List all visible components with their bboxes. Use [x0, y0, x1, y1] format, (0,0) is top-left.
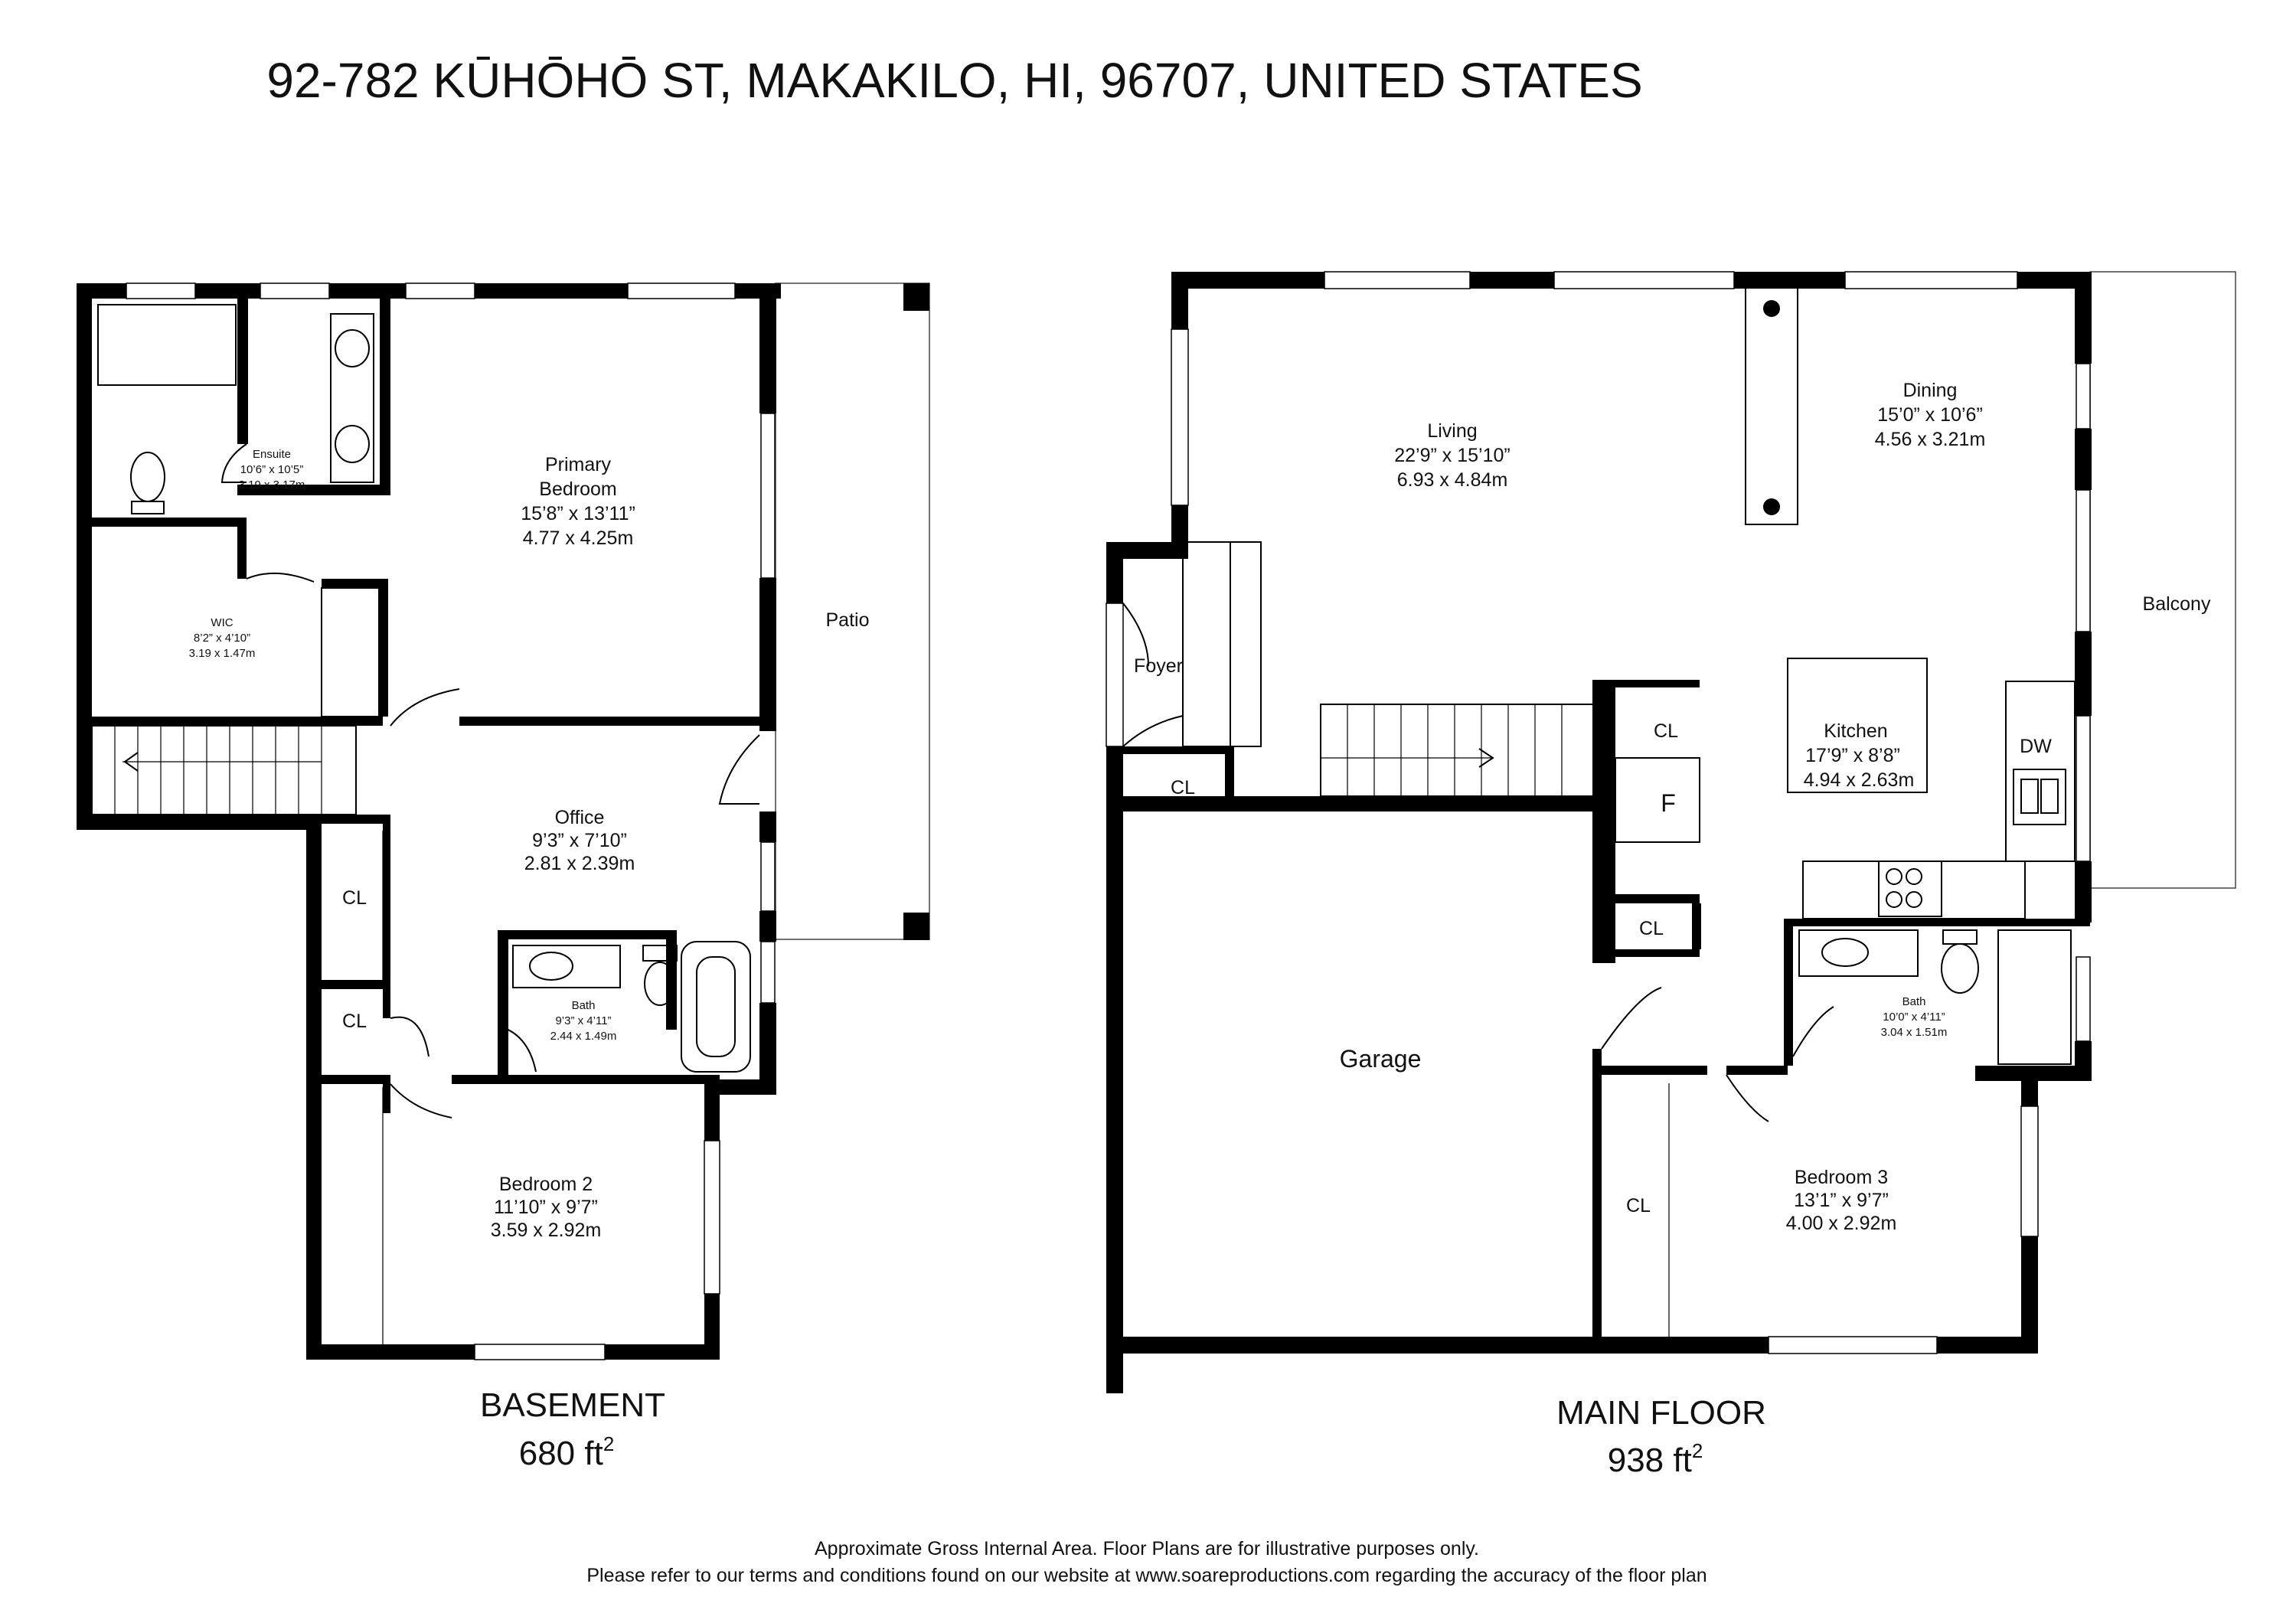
shower-icon — [1997, 929, 2072, 1065]
svg-text:17’9” x 8’8”: 17’9” x 8’8” — [1805, 745, 1900, 766]
svg-text:3.19 x 1.47m: 3.19 x 1.47m — [189, 647, 256, 660]
toilet-icon — [1941, 943, 1979, 994]
svg-text:2.44 x 1.49m: 2.44 x 1.49m — [550, 1030, 617, 1043]
svg-text:6.93 x 4.84m: 6.93 x 4.84m — [1397, 469, 1508, 491]
front-door — [1122, 603, 1149, 667]
patio-door — [718, 734, 760, 805]
foyer-closet-door — [1122, 715, 1184, 747]
svg-text:3.19 x 3.17m: 3.19 x 3.17m — [239, 478, 305, 491]
bedroom3-door — [1726, 1074, 1769, 1122]
closet-label: CL — [1171, 777, 1195, 798]
svg-text:2.81 x 2.39m: 2.81 x 2.39m — [524, 853, 635, 874]
svg-text:11’10” x 9’7”: 11’10” x 9’7” — [494, 1197, 598, 1218]
double-vanity-icon — [330, 313, 374, 483]
svg-text:Dining: Dining — [1903, 380, 1958, 401]
main-floor-title: MAIN FLOOR — [1556, 1394, 1766, 1432]
svg-text:3.59 x 2.92m: 3.59 x 2.92m — [491, 1220, 602, 1241]
basement-area: 680 ft2 — [519, 1432, 615, 1472]
bedroom3-label: Bedroom 3 13’1” x 9’7” 4.00 x 2.92m — [1786, 1167, 1897, 1234]
kitchen-sink-icon — [2013, 769, 2066, 825]
svg-text:4.56 x 3.21m: 4.56 x 3.21m — [1875, 429, 1986, 450]
main-bath-label: Bath 10’0” x 4’11” 3.04 x 1.51m — [1881, 995, 1948, 1039]
closet-label: CL — [342, 887, 367, 909]
svg-text:13’1” x 9’7”: 13’1” x 9’7” — [1794, 1190, 1889, 1211]
svg-text:Kitchen: Kitchen — [1824, 720, 1887, 742]
svg-text:15’0” x 10’6”: 15’0” x 10’6” — [1877, 404, 1983, 426]
svg-text:4.00 x 2.92m: 4.00 x 2.92m — [1786, 1213, 1897, 1234]
wic-door — [246, 572, 315, 583]
svg-text:Ensuite: Ensuite — [253, 448, 291, 461]
garage-label: Garage — [1340, 1045, 1422, 1073]
stove-icon — [1878, 860, 1942, 917]
toilet-icon — [130, 452, 165, 502]
fridge-label: F — [1661, 789, 1676, 817]
ensuite-door — [220, 443, 247, 483]
svg-text:Bath: Bath — [1902, 995, 1926, 1008]
closet-label: CL — [1626, 1195, 1651, 1216]
svg-text:Bedroom 3: Bedroom 3 — [1795, 1167, 1888, 1188]
svg-text:8’2” x 4’10”: 8’2” x 4’10” — [194, 632, 250, 645]
office-label: Office 9’3” x 7’10” 2.81 x 2.39m — [524, 807, 635, 874]
svg-text:10’6” x 10’5”: 10’6” x 10’5” — [240, 463, 304, 476]
main-floor-area: 938 ft2 — [1608, 1439, 1703, 1479]
main-bath-door — [1792, 1006, 1834, 1057]
basement-plan: Ensuite 10’6” x 10’5” 3.19 x 3.17m Prima… — [77, 282, 930, 1472]
balcony-label: Balcony — [2143, 593, 2211, 615]
bath-door — [497, 1025, 537, 1073]
bedroom2-door — [390, 1083, 452, 1118]
dining-island — [1745, 282, 1798, 525]
dining-label: Dining 15’0” x 10’6” 4.56 x 3.21m — [1875, 380, 1986, 450]
closet-label: CL — [1654, 720, 1678, 742]
svg-text:Bedroom: Bedroom — [539, 478, 616, 500]
patio-label: Patio — [826, 609, 870, 631]
wic-label: WIC 8’2” x 4’10” 3.19 x 1.47m — [189, 616, 256, 660]
primary-bedroom-label: Primary Bedroom 15’8” x 13’11” 4.77 x 4.… — [521, 454, 635, 549]
fridge-icon — [1615, 757, 1700, 843]
garage-door — [1601, 987, 1662, 1050]
foyer-label: Foyer — [1134, 655, 1183, 677]
bedroom2-label: Bedroom 2 11’10” x 9’7” 3.59 x 2.92m — [491, 1174, 602, 1241]
svg-text:3.04 x 1.51m: 3.04 x 1.51m — [1881, 1026, 1948, 1039]
office-door — [390, 688, 460, 727]
svg-text:10’0” x 4’11”: 10’0” x 4’11” — [1883, 1011, 1945, 1024]
living-label: Living 22’9” x 15’10” 6.93 x 4.84m — [1394, 420, 1510, 491]
svg-text:15’8” x 13’11”: 15’8” x 13’11” — [521, 503, 635, 524]
closet-label: CL — [1639, 918, 1664, 939]
svg-text:Primary: Primary — [545, 454, 612, 475]
bathtub-icon — [681, 941, 751, 1073]
svg-text:4.94 x 2.63m: 4.94 x 2.63m — [1804, 769, 1915, 791]
sink-icon — [1798, 929, 1919, 977]
disclaimer-line-2: Please refer to our terms and conditions… — [586, 1565, 1706, 1586]
kitchen-counter — [1802, 860, 2026, 919]
kitchen-island — [1787, 658, 1928, 793]
main-floor-plan: Living 22’9” x 15’10” 6.93 x 4.84m Dinin… — [1106, 271, 2236, 1479]
svg-text:Living: Living — [1427, 420, 1477, 442]
ensuite-label: Ensuite 10’6” x 10’5” 3.19 x 3.17m — [239, 448, 305, 491]
property-address: 92-782 KŪHŌHŌ ST, MAKAKILO, HI, 96707, U… — [266, 53, 1642, 108]
svg-text:9’3” x 7’10”: 9’3” x 7’10” — [532, 830, 627, 851]
dishwasher-label: DW — [2020, 736, 2052, 757]
sink-icon — [512, 945, 621, 988]
kitchen-label: Kitchen 17’9” x 8’8” 4.94 x 2.63m — [1804, 720, 1915, 791]
svg-text:9’3” x 4’11”: 9’3” x 4’11” — [555, 1014, 611, 1027]
svg-text:22’9” x 15’10”: 22’9” x 15’10” — [1394, 445, 1510, 466]
closet-label: CL — [342, 1011, 367, 1032]
disclaimer-line-1: Approximate Gross Internal Area. Floor P… — [815, 1538, 1479, 1559]
toilet-icon — [644, 962, 676, 1006]
closet-door — [390, 1016, 429, 1057]
basement-bath-label: Bath 9’3” x 4’11” 2.44 x 1.49m — [550, 999, 617, 1043]
svg-text:Office: Office — [555, 807, 605, 828]
svg-text:WIC: WIC — [211, 616, 233, 629]
balcony-outline — [2089, 271, 2236, 889]
basement-title: BASEMENT — [480, 1386, 665, 1424]
basement-stairs — [91, 725, 357, 815]
svg-text:Bath: Bath — [572, 999, 596, 1012]
svg-text:Bedroom 2: Bedroom 2 — [499, 1174, 593, 1195]
svg-text:4.77 x 4.25m: 4.77 x 4.25m — [523, 527, 634, 549]
shower-icon — [97, 304, 237, 386]
main-floor-stairs — [1320, 704, 1597, 797]
